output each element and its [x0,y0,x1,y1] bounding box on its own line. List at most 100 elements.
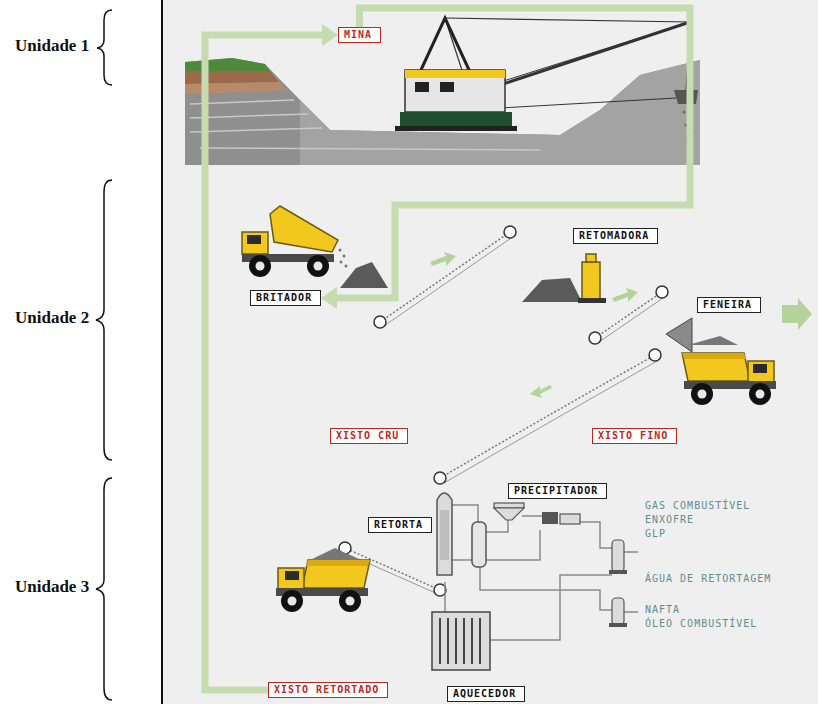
dragline-excavator [400,112,512,126]
heater-unit [432,612,490,670]
heater-unit [439,618,441,664]
mine-pit [200,148,540,150]
conveyor-belt [504,226,516,238]
shale-load [688,336,738,345]
divider-line [161,0,163,704]
process-pipe [580,522,612,548]
box-text: FENEIRA [703,299,752,311]
heater-unit [471,618,473,664]
box-text: XISTO FINO [598,430,668,442]
product-label: GAS COMBUSTÍVEL [645,500,750,511]
shale-load [310,548,360,560]
reclaimer-machine [578,298,606,303]
equipment-label: BRITADOR [250,290,321,306]
flow-connector [205,24,338,690]
dump-truck [242,206,348,277]
equipment-label: RETORTA [368,517,432,533]
unit-brace [96,478,112,700]
arrow-head [322,24,338,46]
product-tank [612,598,624,625]
unit-brace [96,180,112,460]
dump-truck [345,265,348,268]
flow-arrow [430,252,456,266]
dragline-excavator [475,22,690,90]
process-pipe [490,575,612,640]
precipitator-unit [494,503,580,524]
box-text: XISTO CRU [336,430,399,442]
mine-pit [185,58,270,71]
dump-truck [256,262,265,271]
product-tank [612,540,624,572]
conveyor-belt [589,332,601,344]
box-text: XISTO RETORTADO [274,684,379,696]
product-label: ENXOFRE [645,514,694,525]
connector-line [337,8,690,298]
conveyor-belt [599,296,666,342]
process-pipe [486,520,508,532]
equipment-label: RETOMADORA [573,228,658,244]
precipitator-unit [560,514,580,524]
dragline-excavator [445,18,690,22]
box-text: MINA [344,29,372,41]
material-label: XISTO FINO [592,428,677,444]
conveyor-belt [434,584,446,596]
conveyor-belt [374,316,386,328]
conveyor-belt [649,349,661,361]
box-text: RETOMADORA [579,230,649,242]
product-label: GLP [645,528,666,539]
dragline-excavator [500,98,676,108]
dump-truck [340,261,343,264]
retort-vessel [437,493,452,575]
conveyor-belt [656,286,668,298]
process-pipe [522,515,542,517]
site-label: MINA [338,27,381,43]
heater-unit [479,618,481,664]
flow-arrow [612,288,638,302]
dump-truck [276,560,370,612]
dump-truck [247,235,261,244]
dragline-excavator [440,82,454,92]
arrow-head [321,287,337,309]
process-pipe [624,551,638,553]
separator-column [472,522,486,567]
unit-brace [97,10,112,85]
heater-unit [463,618,465,664]
dump-truck [343,255,346,258]
dump-truck [270,206,338,252]
process-pipe [452,505,478,522]
equipment-label: PRECIPITADOR [508,483,607,499]
flow-arrow [430,252,812,398]
unit-label: Unidade 2 [15,308,89,328]
conveyor-belt [380,232,510,322]
reclaimer-machine [578,254,606,303]
heater-unit [455,618,457,664]
process-pipe [444,582,446,612]
material-label: XISTO CRU [330,428,408,444]
unit-label: Unidade 3 [15,577,89,597]
conveyor-belt [434,472,446,484]
dump-truck [339,249,348,268]
equipment-label: FENEIRA [697,297,761,313]
dragline-excavator [683,111,686,114]
product-label: NAFTA [645,604,680,615]
conveyor-belt [339,226,668,596]
dragline-excavator [405,70,505,112]
precipitator-unit [542,512,558,524]
mine-pit [190,128,322,132]
dragline-excavator [415,82,429,92]
product-label: ÓLEO COMBUSTÍVEL [645,618,757,629]
mine-pit [185,82,286,94]
unit-label: Unidade 1 [15,36,89,56]
flow-arrow [530,385,552,398]
unit-brace [96,10,112,700]
retort-vessel [440,510,449,560]
box-text: BRITADOR [256,292,312,304]
dragline-excavator [420,18,470,72]
mine-pit [185,58,700,165]
flow-arrow [782,298,812,330]
product-tank [609,570,627,574]
flow-connector [321,8,690,309]
